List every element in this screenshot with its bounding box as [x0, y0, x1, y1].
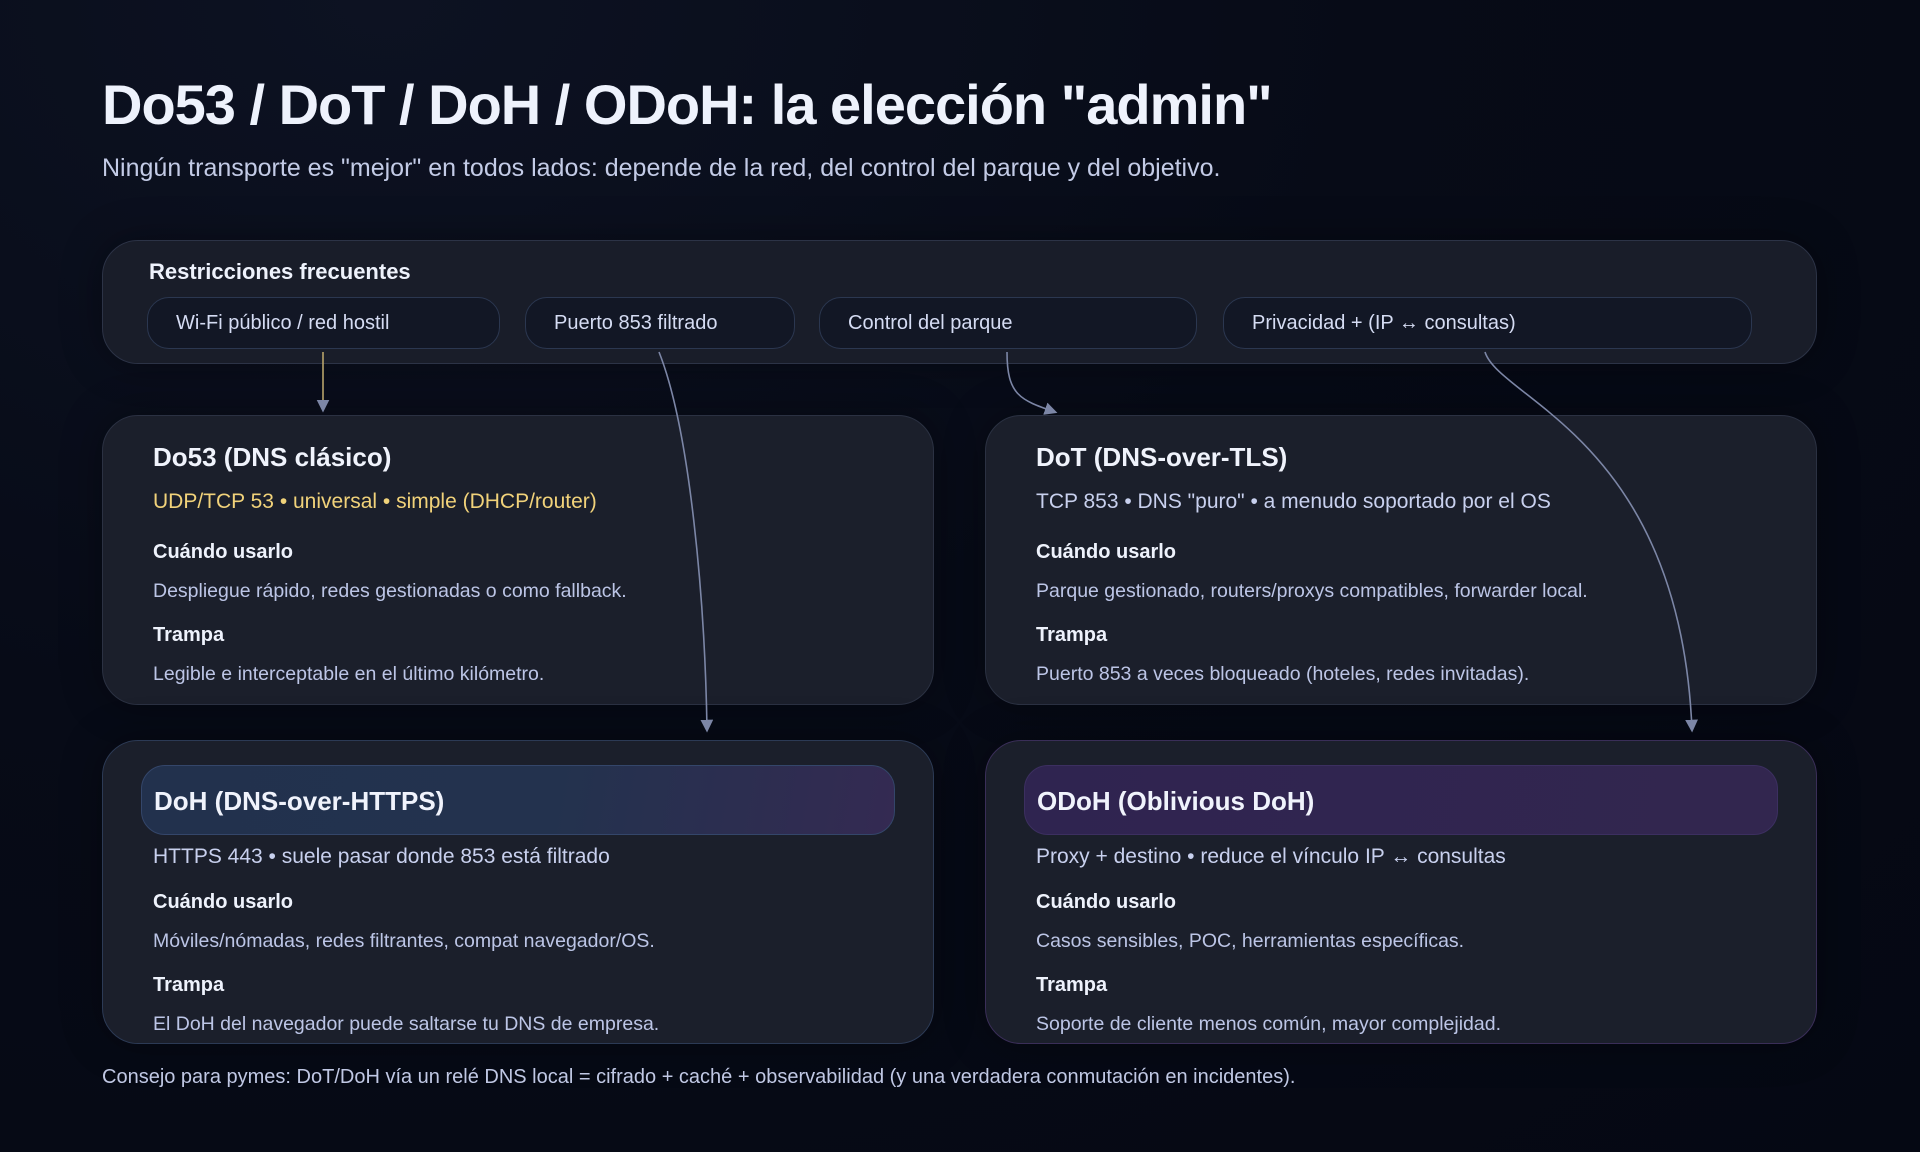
trap-text: Soporte de cliente menos común, mayor co… [1036, 1013, 1501, 1035]
card-do53: Do53 (DNS clásico) UDP/TCP 53 • universa… [102, 415, 934, 705]
card-tagline: TCP 853 • DNS "puro" • a menudo soportad… [1036, 490, 1551, 513]
page-title: Do53 / DoT / DoH / ODoH: la elección "ad… [102, 73, 1273, 136]
trap-label: Trampa [1036, 624, 1108, 646]
pill-label: Privacidad + (IP ↔ consultas) [1252, 311, 1516, 334]
card-title-band: ODoH (Oblivious DoH) [1024, 765, 1778, 835]
card-tagline: UDP/TCP 53 • universal • simple (DHCP/ro… [153, 490, 597, 513]
restriction-pill-fleet-control[interactable]: Control del parque [819, 297, 1197, 349]
card-title: Do53 (DNS clásico) [153, 442, 392, 472]
when-text: Parque gestionado, routers/proxys compat… [1036, 580, 1588, 602]
pill-label: Puerto 853 filtrado [554, 311, 718, 334]
when-text: Despliegue rápido, redes gestionadas o c… [153, 580, 627, 602]
page-subtitle: Ningún transporte es "mejor" en todos la… [102, 154, 1221, 182]
card-tagline: Proxy + destino • reduce el vínculo IP ↔… [1036, 845, 1506, 868]
card-dot: DoT (DNS-over-TLS) TCP 853 • DNS "puro" … [985, 415, 1817, 705]
card-title: DoT (DNS-over-TLS) [1036, 442, 1288, 472]
when-label: Cuándo usarlo [1036, 891, 1177, 913]
trap-label: Trampa [1036, 974, 1108, 996]
restrictions-title: Restricciones frecuentes [149, 259, 411, 284]
pill-label: Control del parque [848, 311, 1013, 334]
restriction-pill-public-wifi[interactable]: Wi-Fi público / red hostil [147, 297, 500, 349]
when-label: Cuándo usarlo [1036, 541, 1177, 563]
trap-text: Legible e interceptable en el último kil… [153, 663, 545, 685]
restriction-pill-port-853[interactable]: Puerto 853 filtrado [525, 297, 795, 349]
card-title-band: DoH (DNS-over-HTTPS) [141, 765, 895, 835]
footer-tip: Consejo para pymes: DoT/DoH vía un relé … [102, 1066, 1296, 1088]
card-title: DoH (DNS-over-HTTPS) [154, 786, 445, 816]
when-text: Casos sensibles, POC, herramientas espec… [1036, 930, 1465, 952]
card-title: ODoH (Oblivious DoH) [1037, 786, 1315, 816]
pill-label: Wi-Fi público / red hostil [176, 311, 390, 334]
restrictions-panel: Restricciones frecuentes Wi-Fi público /… [102, 240, 1817, 364]
trap-label: Trampa [153, 624, 225, 646]
trap-text: Puerto 853 a veces bloqueado (hoteles, r… [1036, 663, 1530, 685]
when-label: Cuándo usarlo [153, 891, 294, 913]
when-label: Cuándo usarlo [153, 541, 294, 563]
card-odoh: ODoH (Oblivious DoH) Proxy + destino • r… [985, 740, 1817, 1044]
when-text: Móviles/nómadas, redes filtrantes, compa… [153, 930, 655, 952]
trap-text: El DoH del navegador puede saltarse tu D… [153, 1013, 660, 1035]
restriction-pill-privacy[interactable]: Privacidad + (IP ↔ consultas) [1223, 297, 1752, 349]
trap-label: Trampa [153, 974, 225, 996]
card-doh: DoH (DNS-over-HTTPS) HTTPS 443 • suele p… [102, 740, 934, 1044]
card-tagline: HTTPS 443 • suele pasar donde 853 está f… [153, 845, 610, 868]
